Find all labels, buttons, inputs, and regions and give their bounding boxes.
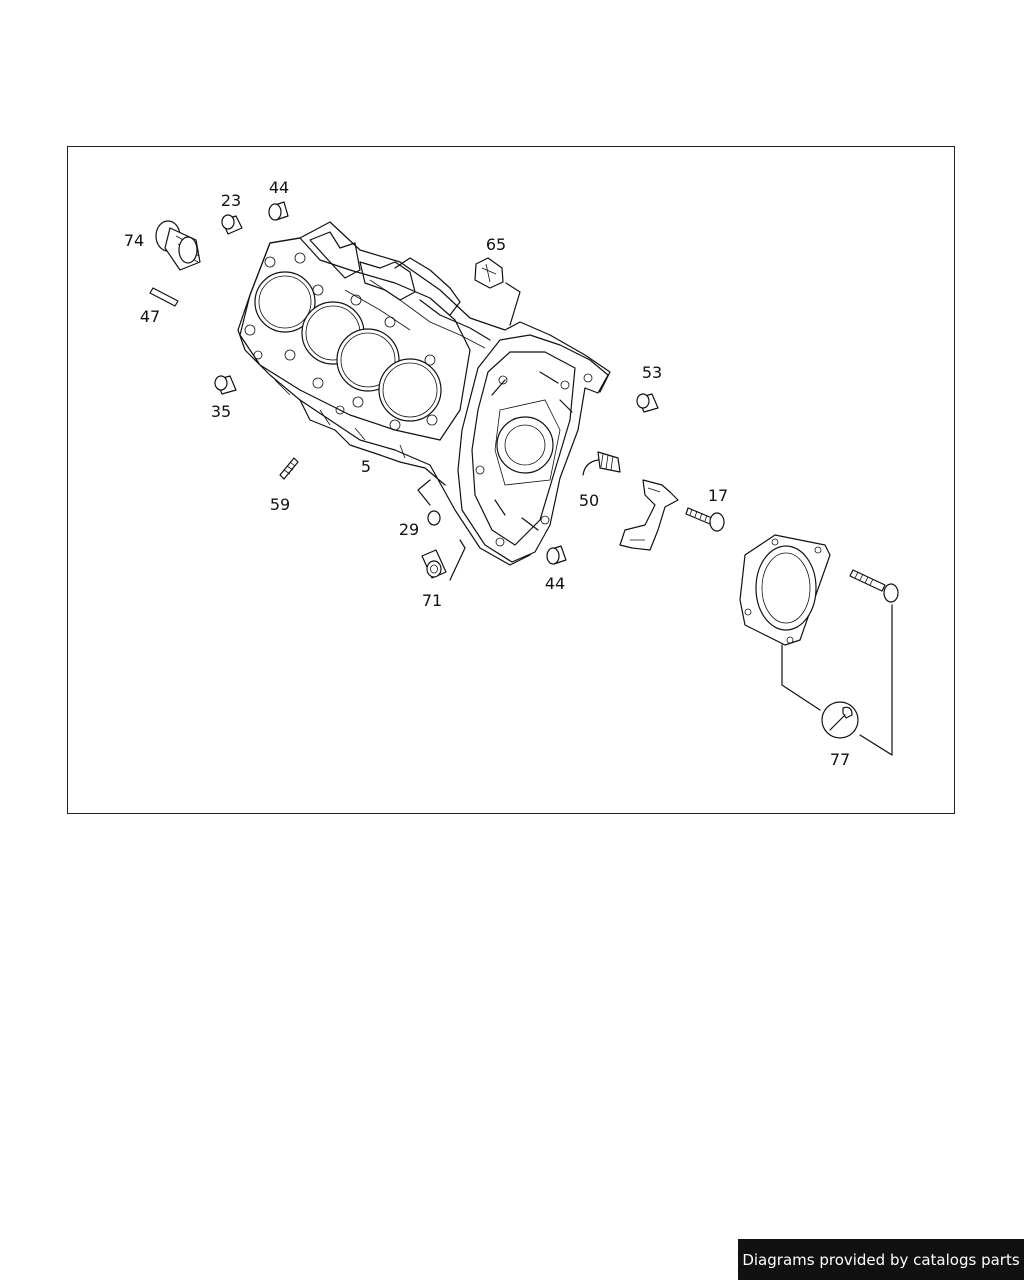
diagram-frame <box>67 146 955 814</box>
wrench-icon <box>821 701 859 739</box>
part-47-pin <box>149 287 179 307</box>
callout-53: 53 <box>642 363 662 382</box>
part-44-plug-top <box>268 201 289 221</box>
callout-17: 17 <box>708 486 728 505</box>
part-74-plug <box>155 220 201 271</box>
callout-23: 23 <box>221 191 241 210</box>
callout-44-bottom: 44 <box>545 574 565 593</box>
part-23-sleeve <box>221 214 243 235</box>
callout-59: 59 <box>270 495 290 514</box>
part-35-sleeve <box>214 375 237 395</box>
part-17-bolt <box>685 507 725 532</box>
callout-74: 74 <box>124 231 144 250</box>
part-44-plug-bottom <box>546 545 567 565</box>
part-53-sleeve <box>636 393 659 413</box>
callout-77: 77 <box>830 750 850 769</box>
part-bearing-shell <box>619 479 679 551</box>
callout-47: 47 <box>140 307 160 326</box>
part-71-seal <box>421 539 466 581</box>
attribution-banner: Diagrams provided by catalogs parts <box>738 1239 1024 1280</box>
callout-50: 50 <box>579 491 599 510</box>
callout-35: 35 <box>211 402 231 421</box>
callout-65: 65 <box>486 235 506 254</box>
part-59-stud <box>279 457 299 480</box>
part-rear-seal-cover <box>739 534 831 711</box>
callout-71: 71 <box>422 591 442 610</box>
callout-5: 5 <box>361 457 371 476</box>
part-29-sleeve <box>417 479 441 526</box>
engine-block <box>237 221 611 566</box>
part-65-mount <box>474 257 521 326</box>
part-50-oil-jet <box>582 451 621 476</box>
callout-29: 29 <box>399 520 419 539</box>
part-long-bolt <box>849 569 899 756</box>
callout-44-top: 44 <box>269 178 289 197</box>
